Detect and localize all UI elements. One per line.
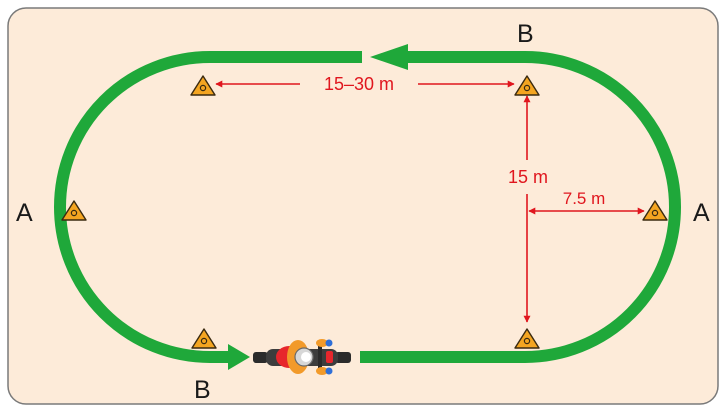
diagram-background bbox=[7, 7, 719, 405]
straight-label-bottom: B bbox=[194, 376, 211, 404]
direction-arrow-top bbox=[370, 44, 408, 70]
track-path bbox=[54, 51, 681, 363]
end-offset-label: 7.5 m bbox=[563, 189, 606, 208]
track-right-loop bbox=[360, 51, 681, 363]
straight-label-top: B bbox=[517, 20, 534, 48]
track-width-label: 15 m bbox=[508, 167, 548, 187]
end-label-right: A bbox=[693, 199, 710, 227]
cone-spacing-label: 15–30 m bbox=[324, 74, 394, 94]
track-left-loop bbox=[54, 51, 362, 363]
end-label-left: A bbox=[16, 199, 33, 227]
direction-arrow-bottom bbox=[228, 344, 250, 370]
motorcycle-rider-icon bbox=[253, 339, 351, 375]
